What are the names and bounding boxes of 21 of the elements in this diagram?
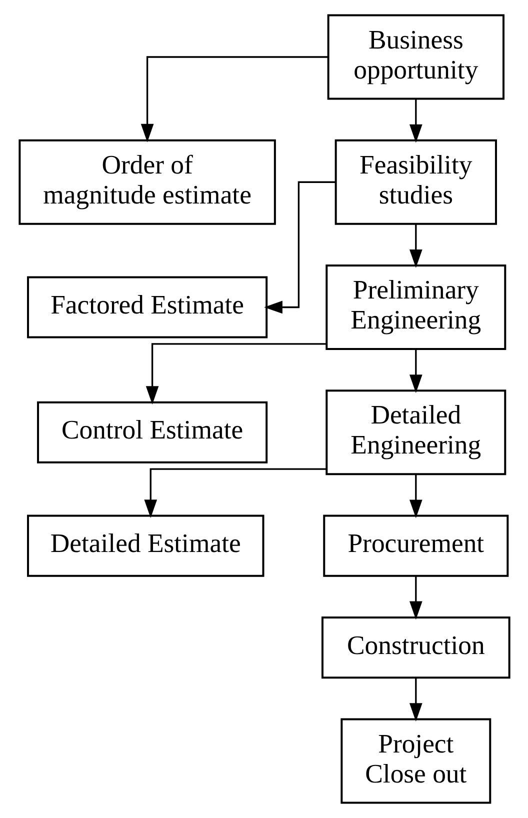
node-box: Procurement [322, 514, 508, 577]
arrow [408, 474, 422, 518]
node-box: Control Estimate [36, 401, 268, 464]
node-box: Order of magnitude estimate [18, 139, 276, 225]
node-box: Factored Estimate [26, 276, 268, 338]
node-box: Business opportunity [326, 14, 504, 100]
arrow [145, 343, 326, 404]
node-box: Detailed Estimate [26, 514, 264, 577]
arrow [408, 678, 422, 722]
node-box: Preliminary Engineering [325, 264, 506, 350]
arrow [408, 350, 422, 393]
node-box: Detailed Engineering [325, 390, 506, 476]
arrow [408, 576, 422, 620]
arrow [408, 99, 422, 143]
node-box: Feasibility studies [334, 139, 496, 225]
arrow [264, 181, 336, 314]
node-box: Project Close out [340, 718, 491, 804]
node-box: Construction [320, 616, 510, 679]
arrow [144, 468, 326, 518]
arrow [140, 56, 328, 142]
arrow [408, 224, 422, 268]
